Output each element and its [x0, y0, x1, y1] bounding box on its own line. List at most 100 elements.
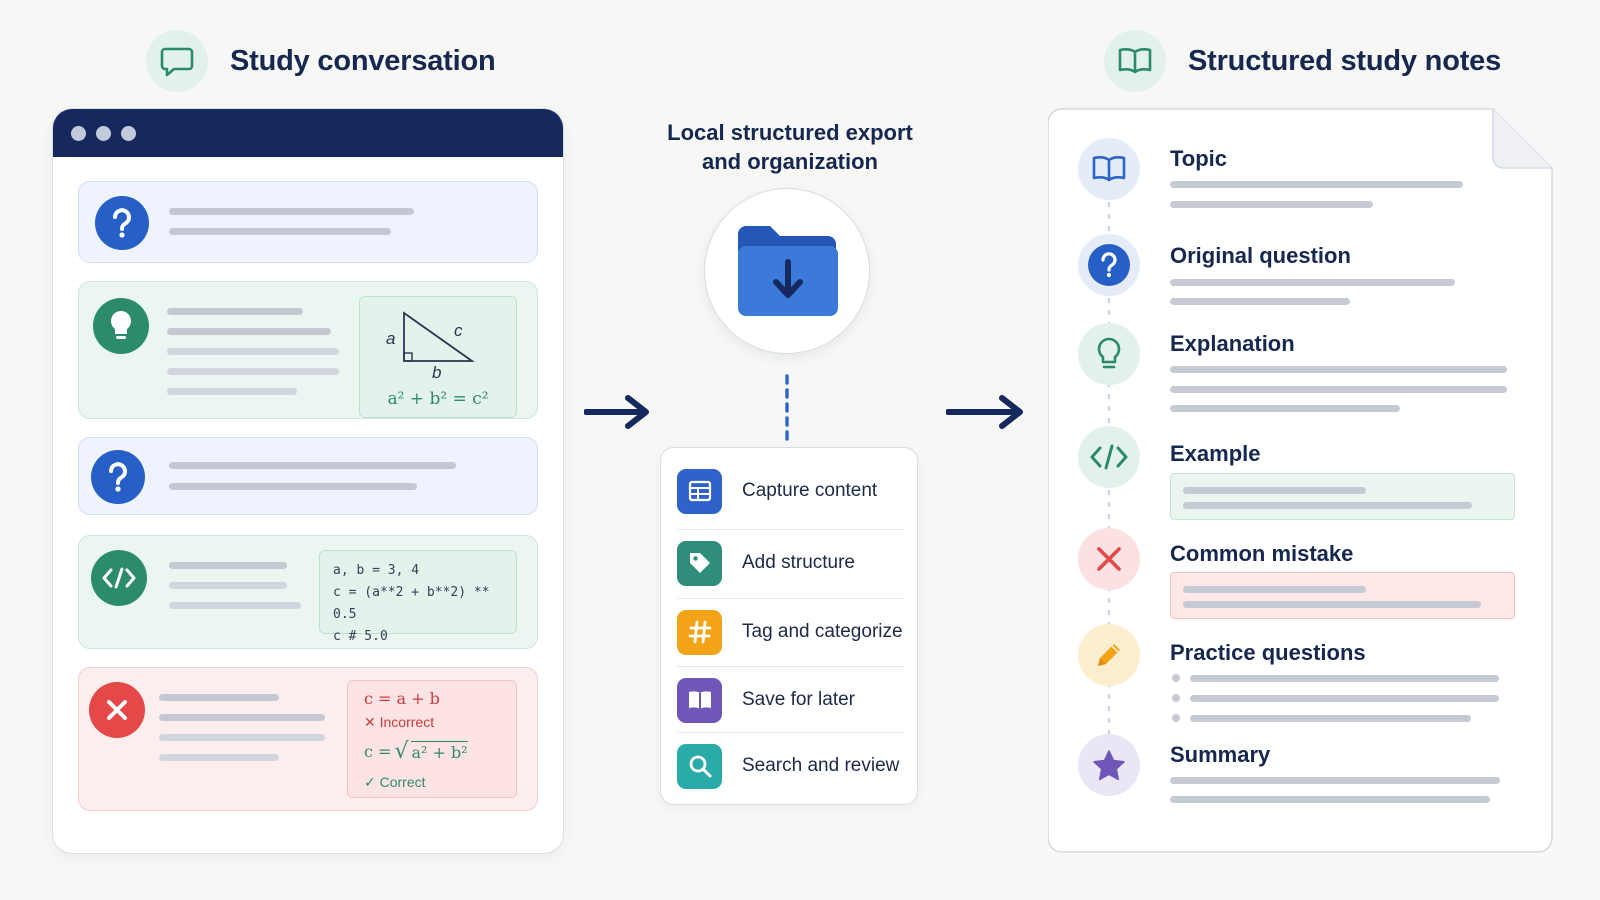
text-line — [159, 694, 279, 701]
note-summary-title: Summary — [1170, 742, 1271, 767]
star-icon — [1078, 734, 1140, 796]
step-label: Search and review — [742, 755, 900, 776]
arrow-right-icon — [584, 395, 649, 429]
text-line — [1170, 405, 1400, 412]
side-b-label: b — [432, 363, 442, 382]
text-line — [167, 388, 297, 395]
x-icon — [1078, 528, 1140, 590]
step-add-structure[interactable]: Add structure — [677, 530, 905, 596]
text-line — [169, 602, 301, 609]
correct-formula-radicand: a² + b² — [411, 741, 468, 762]
mistake-box — [1170, 572, 1515, 619]
text-line — [167, 368, 339, 375]
window-dot[interactable] — [121, 125, 136, 141]
window-dot[interactable] — [71, 125, 86, 141]
divider — [677, 732, 905, 733]
side-c-label: c — [454, 321, 463, 340]
export-title-line2: and organization — [702, 149, 878, 174]
text-line — [1183, 502, 1472, 509]
bullet — [1172, 714, 1180, 722]
step-save-for-later[interactable]: Save for later — [677, 667, 905, 733]
step-label: Save for later — [742, 689, 855, 710]
text-line — [1170, 366, 1507, 373]
text-line — [1190, 695, 1499, 702]
window-dot[interactable] — [96, 125, 111, 141]
table-icon — [677, 468, 722, 514]
step-search-review[interactable]: Search and review — [677, 733, 905, 799]
sqrt-icon: √ — [394, 738, 409, 764]
side-a-label: a — [386, 329, 396, 348]
text-line — [1170, 181, 1463, 188]
correct-formula: c = √ a² + b² — [364, 738, 468, 764]
bullet — [1172, 674, 1180, 682]
incorrect-label: ✕ Incorrect — [364, 714, 435, 730]
text-line — [1170, 298, 1350, 305]
note-practice-title: Practice questions — [1170, 640, 1366, 665]
text-line — [169, 462, 456, 469]
text-line — [1170, 201, 1373, 208]
code-icon — [1078, 426, 1140, 488]
step-tag-categorize[interactable]: Tag and categorize — [677, 599, 905, 665]
lightbulb-icon — [1078, 323, 1140, 385]
x-icon — [89, 682, 145, 738]
arrow-right-icon — [946, 395, 1023, 429]
text-line — [167, 348, 339, 355]
text-line — [1183, 601, 1481, 608]
step-label: Tag and categorize — [742, 621, 903, 642]
text-line — [159, 714, 325, 721]
step-label: Add structure — [742, 552, 855, 573]
code-line: c = (a**2 + b**2) ** 0.5 — [333, 585, 490, 622]
pythagoras-formula: a² + b² = c² — [387, 389, 489, 409]
text-line — [169, 582, 287, 589]
dotted-connector — [785, 374, 789, 442]
correct-formula-prefix: c = — [364, 742, 392, 761]
open-book-icon — [1104, 30, 1166, 92]
question-icon — [95, 196, 149, 250]
divider — [677, 529, 905, 530]
example-box — [1170, 473, 1515, 520]
text-line — [1170, 386, 1507, 393]
tag-icon — [677, 540, 722, 586]
step-capture-content[interactable]: Capture content — [677, 458, 905, 524]
export-title: Local structured export and organization — [650, 118, 930, 176]
text-line — [169, 562, 287, 569]
text-line — [169, 483, 417, 490]
question-message[interactable] — [78, 437, 538, 515]
question-icon — [91, 450, 145, 504]
code-line: c # 5.0 — [333, 629, 388, 644]
text-line — [169, 228, 391, 235]
export-steps-panel: Capture content Add structure Tag and ca… — [660, 447, 918, 805]
formula-comparison: c = a + b ✕ Incorrect c = √ a² + b² ✓ Co… — [347, 680, 517, 798]
hash-icon — [677, 609, 722, 655]
left-section-title: Study conversation — [230, 44, 496, 77]
book-icon — [677, 677, 722, 723]
window-titlebar — [53, 109, 563, 157]
text-line — [1190, 675, 1499, 682]
chat-bubble-icon — [146, 30, 208, 92]
text-line — [1183, 586, 1366, 593]
study-notes-document: Topic Original question Explanation Exam… — [1048, 108, 1553, 854]
divider — [677, 666, 905, 667]
text-line — [1183, 487, 1366, 494]
triangle-diagram: a b c a² + b² = c² — [359, 296, 517, 418]
incorrect-formula: c = a + b — [364, 689, 440, 708]
text-line — [1170, 777, 1500, 784]
export-title-line1: Local structured export — [667, 120, 913, 145]
text-line — [1190, 715, 1471, 722]
note-example-title: Example — [1170, 441, 1261, 466]
text-line — [1170, 279, 1455, 286]
note-topic-title: Topic — [1170, 146, 1228, 171]
step-label: Capture content — [742, 480, 878, 501]
text-line — [169, 208, 414, 215]
question-icon — [1078, 234, 1140, 296]
explanation-message[interactable]: a b c a² + b² = c² — [78, 281, 538, 419]
note-explanation-title: Explanation — [1170, 331, 1295, 356]
mistake-message[interactable]: c = a + b ✕ Incorrect c = √ a² + b² ✓ Co… — [78, 667, 538, 811]
code-example-message[interactable]: a, b = 3, 4 c = (a**2 + b**2) ** 0.5 c #… — [78, 535, 538, 649]
code-snippet: a, b = 3, 4 c = (a**2 + b**2) ** 0.5 c #… — [319, 550, 517, 644]
left-section-header: Study conversation — [146, 30, 496, 92]
lightbulb-icon — [93, 298, 149, 354]
text-line — [159, 734, 325, 741]
question-message[interactable] — [78, 181, 538, 263]
conversation-window: a b c a² + b² = c² a, b = 3, 4 c = (a**2… — [52, 108, 564, 854]
